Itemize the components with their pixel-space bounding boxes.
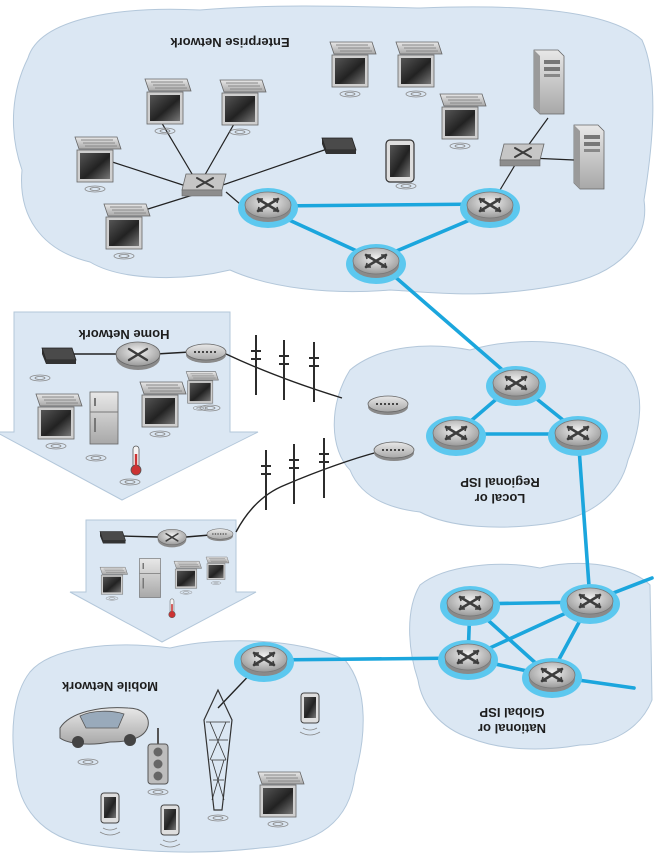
enterprise-to-regional-link: [376, 260, 516, 382]
national-router-1: [438, 584, 502, 628]
enterprise-access-links: [99, 117, 575, 215]
regional-isp-label-line2: Local or: [475, 491, 526, 506]
enterprise-switch-left: [181, 173, 227, 197]
regional-router-left: [424, 414, 488, 458]
enterprise-router-right: [458, 186, 522, 230]
regional-router-right: [546, 414, 610, 458]
home-links: [72, 351, 379, 538]
enterprise-server-1: [533, 49, 565, 115]
regional-to-national-link: [576, 432, 592, 602]
enterprise-server-2: [573, 124, 605, 190]
regional-access-point-1: [367, 395, 409, 416]
regional-access-point-2: [373, 441, 415, 462]
telephone-poles-upper: [250, 334, 320, 403]
national-router-2: [558, 582, 622, 626]
mobile-network-cloud: [12, 640, 364, 853]
traffic-light: [147, 728, 169, 796]
national-router-3: [436, 638, 500, 682]
enterprise-router-left: [236, 186, 300, 230]
regional-isp-label-line1: Regional ISP: [460, 475, 540, 490]
home-network-label: Home Network: [78, 327, 170, 342]
home-access-point: [185, 343, 227, 364]
car: [59, 707, 149, 766]
regional-router-top: [484, 364, 548, 408]
enterprise-modem: [321, 137, 357, 155]
home-modem: [41, 347, 77, 365]
telephone-poles-lower: [260, 437, 330, 511]
enterprise-network-label: Enterprise Network: [170, 35, 290, 50]
enterprise-switch-right: [499, 143, 545, 167]
mobile-network-label: Mobile Network: [61, 679, 158, 694]
national-isp-label-line2: National or: [478, 721, 546, 736]
mobile-router: [232, 640, 296, 684]
enterprise-phone: [385, 139, 417, 190]
enterprise-router-bottom: [344, 242, 408, 286]
home-router: [114, 340, 162, 372]
cell-tower: [203, 688, 233, 822]
national-router-4: [520, 656, 584, 700]
home-fridge: [89, 391, 119, 445]
national-to-mobile-link: [266, 656, 470, 662]
national-isp-label-line1: Global ISP: [479, 705, 544, 720]
